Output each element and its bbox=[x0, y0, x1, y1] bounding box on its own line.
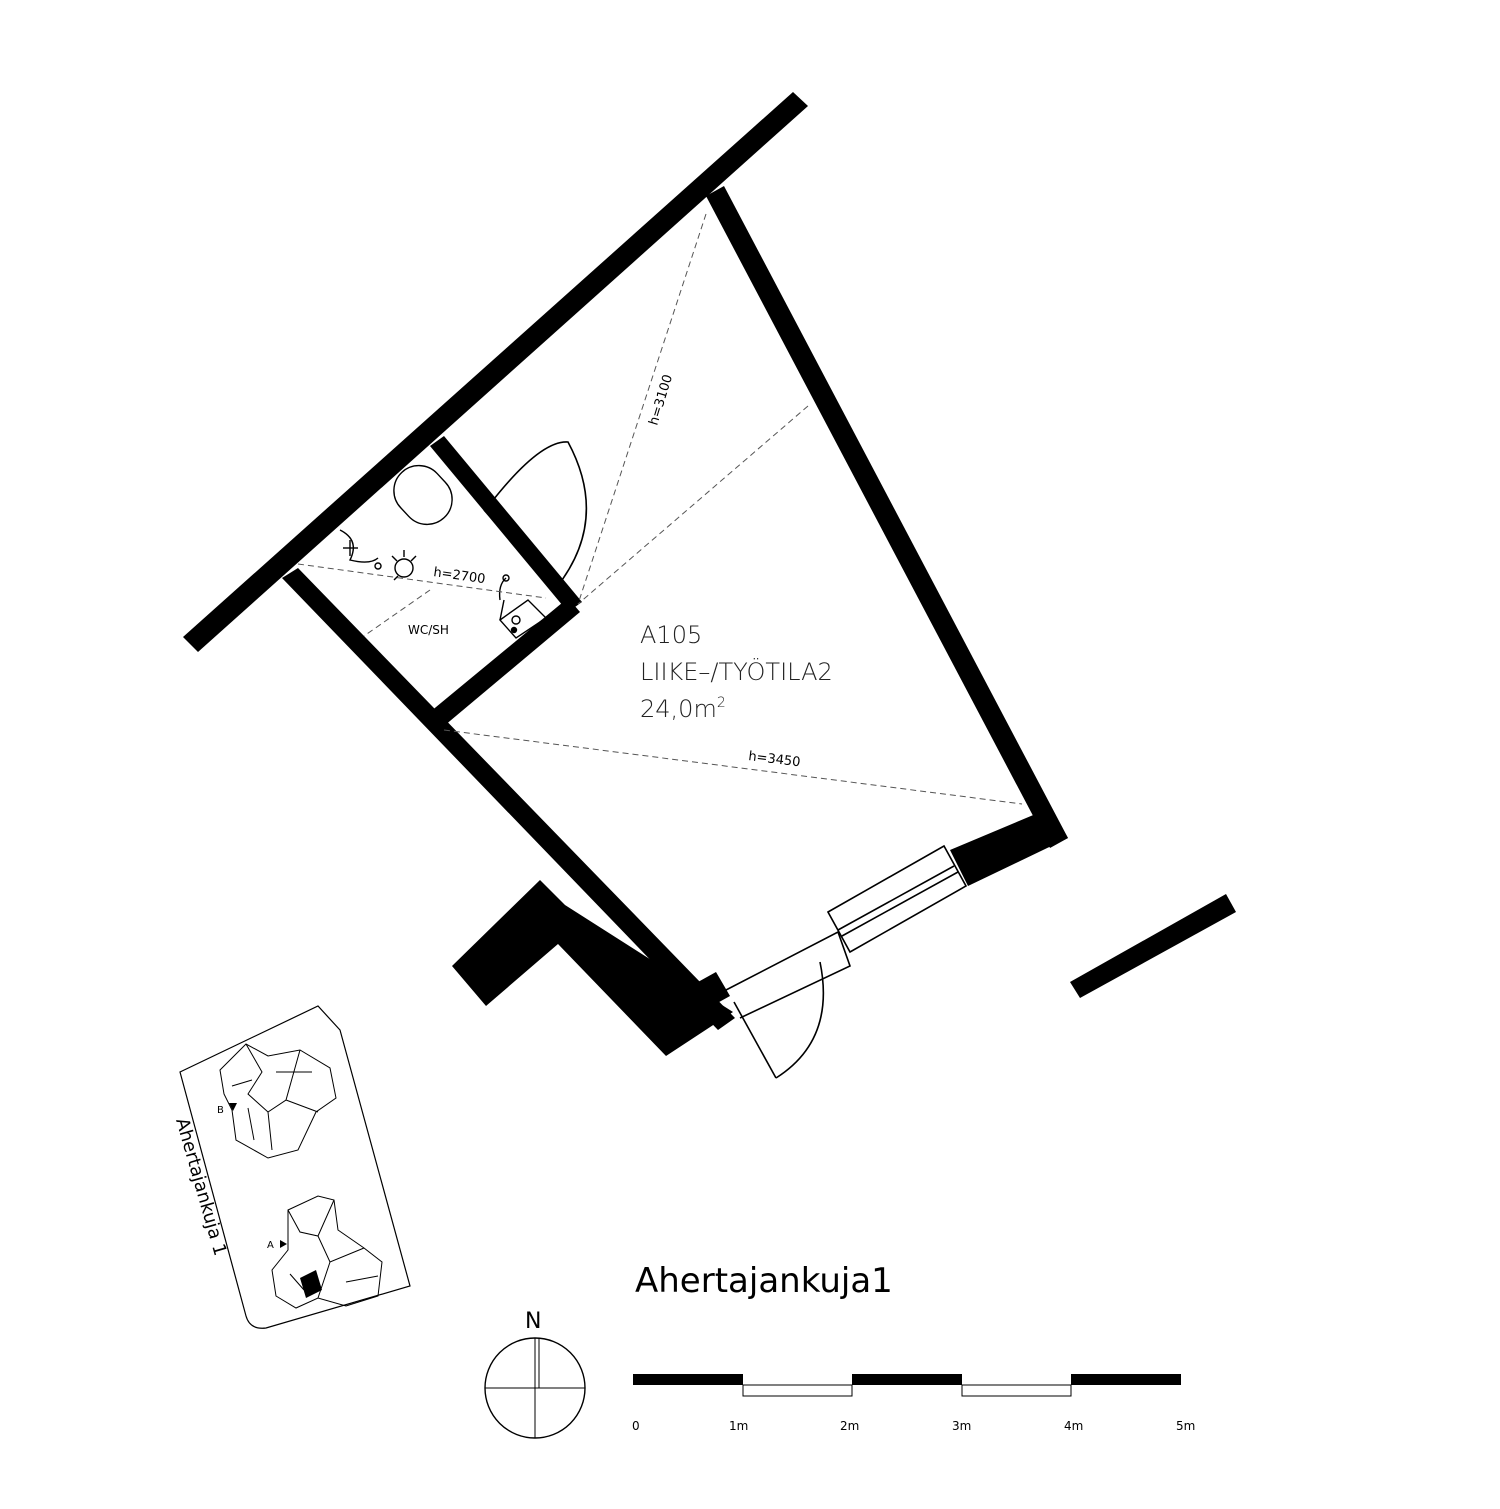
wc-wall-top bbox=[430, 436, 582, 612]
scale-tick-3: 3m bbox=[952, 1419, 971, 1433]
wall-block-southeast bbox=[950, 808, 1068, 886]
outer-wall-southwest bbox=[282, 568, 735, 1030]
wc-fixtures bbox=[339, 464, 548, 639]
compass-north-label: N bbox=[525, 1309, 541, 1334]
sink-icon bbox=[498, 574, 548, 639]
building-b-label: B bbox=[217, 1105, 224, 1116]
wc-wall-bottom bbox=[430, 598, 580, 726]
scale-tick-1: 1m bbox=[729, 1419, 748, 1433]
building-b-arrow bbox=[229, 1103, 237, 1111]
wall-block-entrance bbox=[680, 972, 730, 1016]
entrance-door[interactable] bbox=[725, 930, 851, 1079]
room-area: 24,0m2 bbox=[640, 695, 726, 723]
wc-label: WC/SH bbox=[408, 623, 449, 637]
scale-segment-5 bbox=[1071, 1374, 1181, 1385]
wc-door[interactable] bbox=[483, 441, 588, 589]
height-line-diag bbox=[577, 213, 707, 605]
building-b bbox=[219, 1043, 337, 1159]
outer-wall-northwest bbox=[183, 92, 808, 652]
scale-segment-2 bbox=[742, 1384, 853, 1397]
shower-icon bbox=[339, 529, 417, 581]
detached-wall bbox=[1070, 894, 1236, 998]
scale-tick-0: 0 bbox=[632, 1419, 640, 1433]
openings bbox=[483, 441, 968, 1079]
building-a bbox=[271, 1195, 383, 1309]
scale-tick-4: 4m bbox=[1064, 1419, 1083, 1433]
height-line-mid bbox=[577, 405, 809, 605]
height-label-bottom: h=3450 bbox=[748, 749, 802, 770]
walls bbox=[183, 92, 1236, 1056]
building-a-arrow bbox=[280, 1240, 287, 1248]
building-a-label: A bbox=[267, 1240, 274, 1251]
site-street-label: Ahertajankuja 1 bbox=[171, 1116, 230, 1258]
scale-segment-1 bbox=[633, 1374, 743, 1385]
wall-block-southwest bbox=[452, 880, 733, 1056]
address-title: Ahertajankuja1 bbox=[635, 1261, 893, 1301]
toilet-icon bbox=[393, 464, 453, 526]
height-label-wc: h=2700 bbox=[432, 565, 486, 587]
scale-bar: 0 1m 2m 3m 4m 5m bbox=[632, 1374, 1195, 1433]
site-plan-outline bbox=[179, 1005, 411, 1329]
height-line-wc bbox=[297, 563, 547, 599]
outer-wall-east bbox=[706, 186, 1068, 848]
height-line-wc-2 bbox=[363, 589, 431, 637]
room-label: A105 LIIKE–/TYÖTILA2 24,0m2 bbox=[640, 621, 833, 723]
unit-a105-marker bbox=[300, 1270, 322, 1298]
scale-tick-2: 2m bbox=[840, 1419, 859, 1433]
scale-segment-3 bbox=[852, 1374, 962, 1385]
north-compass: N bbox=[484, 1309, 586, 1439]
room-name: LIIKE–/TYÖTILA2 bbox=[640, 656, 833, 686]
room-code: A105 bbox=[640, 621, 702, 649]
scale-segment-4 bbox=[961, 1384, 1072, 1397]
site-plan: B A Ahertajankuja 1 bbox=[171, 1005, 411, 1329]
window-southeast bbox=[826, 844, 968, 954]
scale-tick-5: 5m bbox=[1176, 1419, 1195, 1433]
height-line-bottom bbox=[443, 729, 1023, 805]
height-lines bbox=[297, 213, 1023, 805]
